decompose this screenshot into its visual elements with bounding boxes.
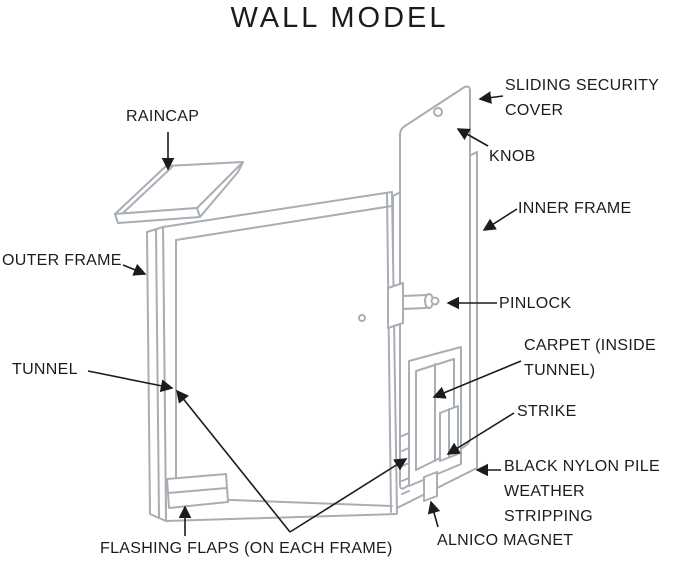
screw-hole [358, 314, 366, 322]
flashing-right-arrow [289, 458, 408, 533]
tunnel-label: TUNNEL [12, 361, 78, 378]
pinlock-label: PINLOCK [499, 295, 572, 312]
inner-frame-label: INNER FRAME [518, 200, 632, 217]
weather-stripping-label: BLACK NYLON PILE WEATHER STRIPPING [504, 458, 660, 525]
knob-arrow [456, 128, 489, 147]
cover-arrow [478, 91, 504, 104]
inner-frame-arrow [482, 208, 518, 231]
tunnel-box-drawing [162, 191, 398, 522]
flashing-left-arrow [175, 389, 291, 533]
page-title: WALL MODEL [230, 2, 449, 34]
sliding-security-cover-label: SLIDING SECURITY COVER [505, 77, 659, 119]
outer-frame-label: OUTER FRAME [2, 252, 122, 269]
raincap-label: RAINCAP [126, 108, 200, 125]
alnico-magnet-drawing [423, 471, 438, 502]
tunnel-arrow [87, 370, 174, 393]
annotation-arrows [87, 91, 522, 536]
carpet-strike-drawing [408, 346, 462, 487]
carpet-label: CARPET (INSIDE TUNNEL) [524, 337, 656, 379]
flashing-flap-drawing [166, 473, 229, 509]
raincap-drawing [114, 161, 244, 224]
flashing-flaps-label: FLASHING FLAPS (ON EACH FRAME) [100, 540, 393, 557]
knob-hole [433, 107, 443, 117]
pinlock-drawing [387, 282, 440, 329]
outer-frame-arrow [122, 263, 147, 276]
alnico-magnet-label: ALNICO MAGNET [437, 532, 574, 549]
carpet-arrow [432, 360, 522, 399]
wall-model-illustration [114, 85, 478, 522]
weather-stripping-drawing [401, 432, 438, 502]
alnico-arrow [427, 500, 441, 528]
outer-frame-drawing [146, 226, 167, 522]
strike-label: STRIKE [517, 403, 577, 420]
knob-label: KNOB [489, 148, 536, 165]
strike-arrow [446, 412, 515, 455]
